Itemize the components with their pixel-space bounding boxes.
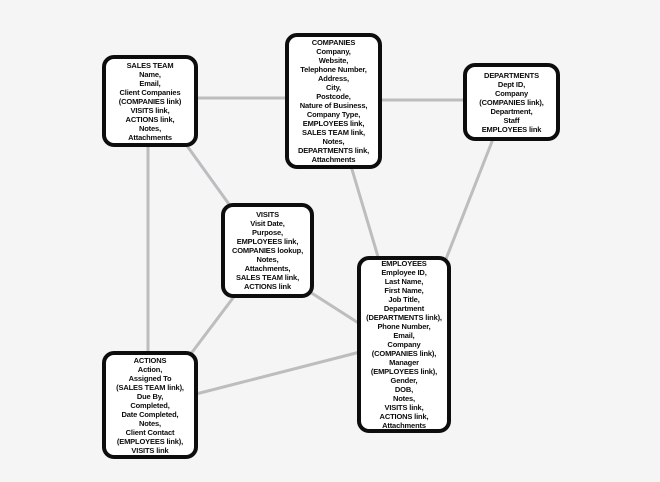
- edge-visits-actions: [188, 292, 238, 357]
- edge-companies-employees: [349, 164, 381, 262]
- entity-actions-fields: Action, Assigned To (SALES TEAM link), D…: [116, 364, 184, 455]
- edge-departments-employees: [444, 137, 495, 261]
- entity-departments-fields: Dept ID, Company (COMPANIES link), Depar…: [479, 79, 544, 134]
- entity-visits-title: VISITS: [256, 210, 279, 219]
- entity-companies-fields: Company, Website, Telephone Number, Addr…: [297, 47, 370, 164]
- entity-visits-fields: Visit Date, Purpose, EMPLOYEES link, COM…: [231, 219, 304, 291]
- edge-salesteam-visits: [183, 141, 233, 209]
- entity-actions[interactable]: ACTIONS Action, Assigned To (SALES TEAM …: [102, 351, 198, 459]
- edge-actions-employees: [194, 350, 362, 396]
- entity-sales-team-title: SALES TEAM: [126, 60, 174, 70]
- entity-visits[interactable]: VISITS Visit Date, Purpose, EMPLOYEES li…: [221, 203, 314, 298]
- entity-companies-title: COMPANIES: [311, 38, 356, 47]
- entity-employees-fields: Employee ID, Last Name, First Name, Job …: [366, 268, 442, 430]
- entity-sales-team-fields: Name, Email, Client Companies (COMPANIES…: [118, 69, 182, 142]
- entity-employees[interactable]: EMPLOYEES Employee ID, Last Name, First …: [357, 256, 451, 433]
- entity-employees-title: EMPLOYEES: [381, 259, 427, 268]
- entity-actions-title: ACTIONS: [133, 355, 167, 365]
- entity-departments-title: DEPARTMENTS: [484, 70, 539, 80]
- entity-companies[interactable]: COMPANIES Company, Website, Telephone Nu…: [285, 33, 382, 169]
- entity-departments[interactable]: DEPARTMENTS Dept ID, Company (COMPANIES …: [463, 63, 560, 141]
- entity-sales-team[interactable]: SALES TEAM Name, Email, Client Companies…: [102, 55, 198, 147]
- edge-visits-employees: [308, 290, 362, 326]
